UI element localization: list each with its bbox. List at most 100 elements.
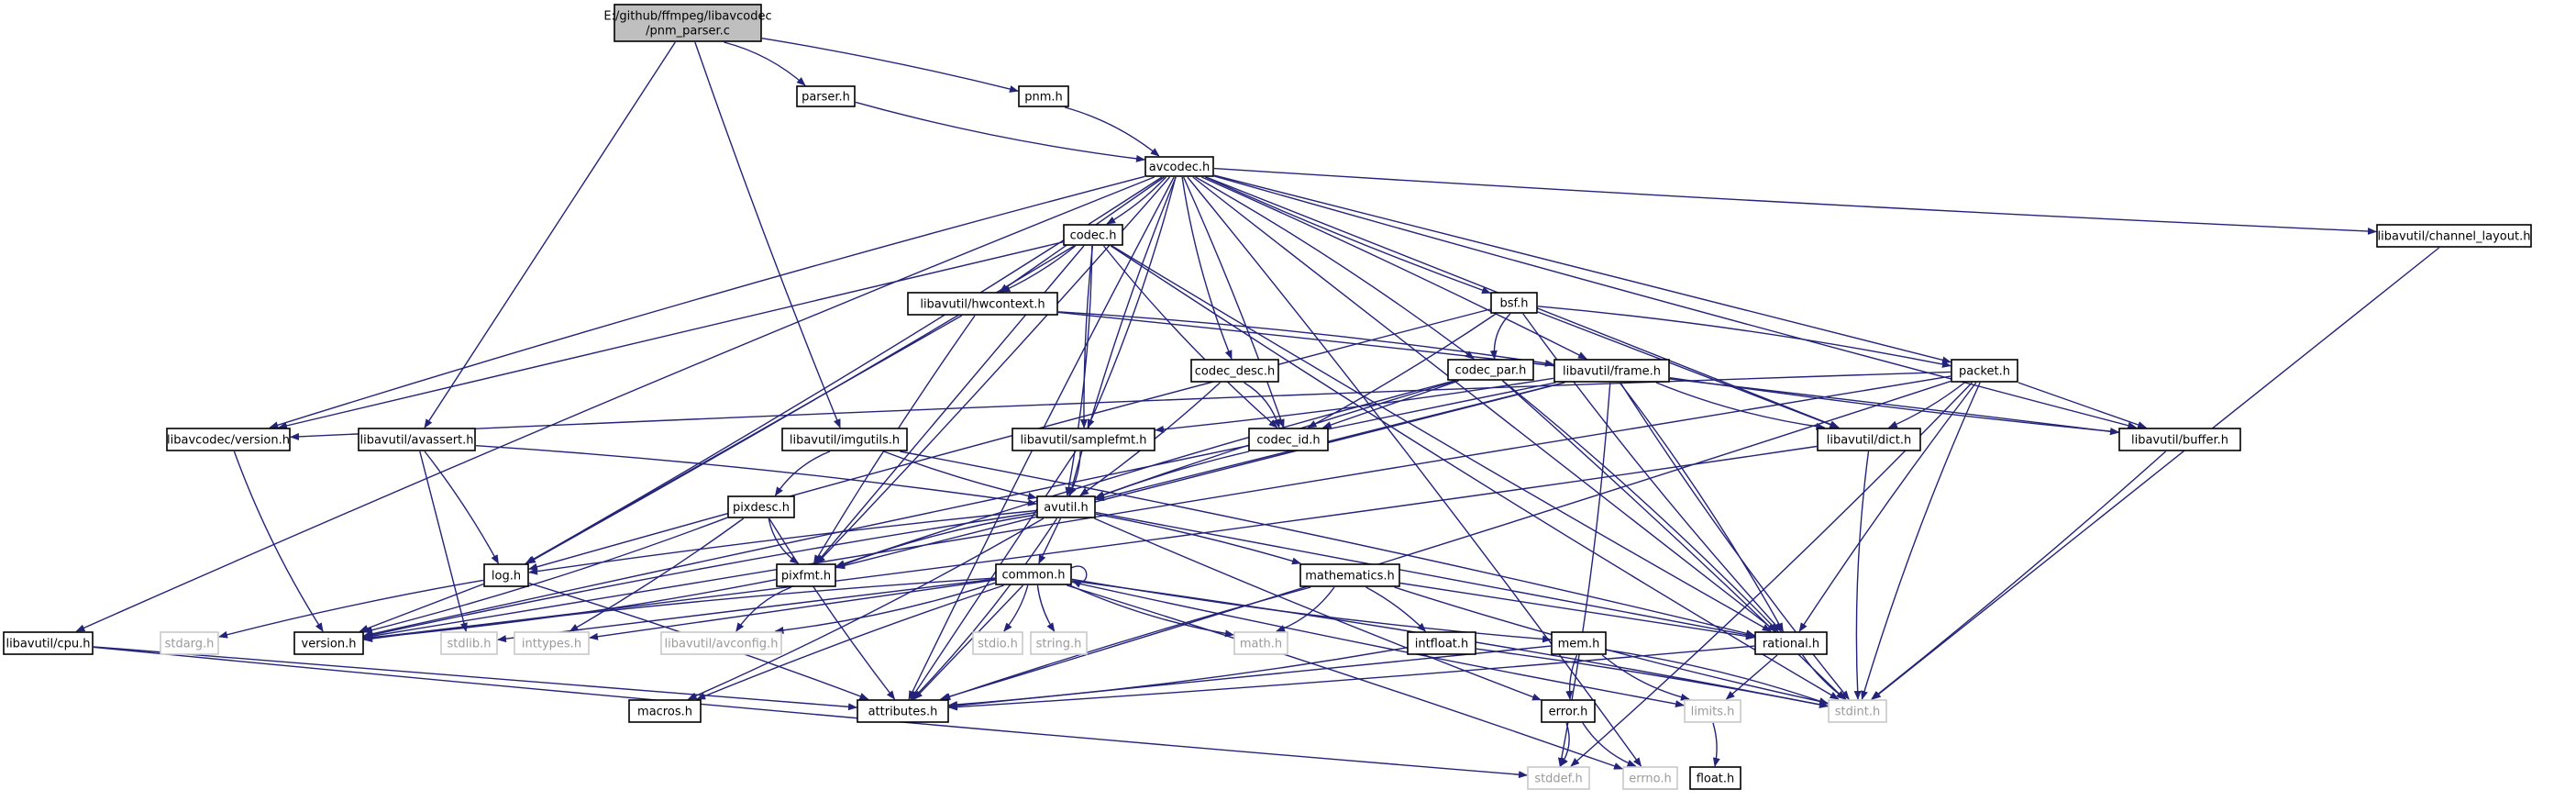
node-box-stddef [1527,766,1590,790]
edge-root-to-pnm [761,38,1019,93]
node-pnm[interactable]: pnm.h [1018,85,1069,107]
edge-bsf-to-codecpar [1489,313,1511,360]
node-hwcontext[interactable]: libavutil/hwcontext.h [907,292,1058,316]
node-rational[interactable]: rational.h [1754,631,1828,655]
node-label-parser: parser.h [802,91,850,105]
node-version[interactable]: version.h [293,631,364,655]
node-avconfig: libavutil/avconfig.h [660,631,782,655]
node-label-avutil: avutil.h [1044,501,1089,515]
node-label-version: version.h [302,638,357,651]
node-mathematics[interactable]: mathematics.h [1299,563,1400,587]
node-bsf[interactable]: bsf.h [1490,292,1538,314]
node-label-stdio: stdio.h [978,638,1018,651]
edge-mathematics-to-math [1276,586,1335,632]
node-box-codecid [1248,428,1329,451]
node-codecid[interactable]: codec_id.h [1248,428,1329,451]
node-avassert[interactable]: libavutil/avassert.h [358,428,476,451]
node-mem[interactable]: mem.h [1551,631,1607,655]
edge-codecid-to-avutil [1095,451,1250,499]
edge-codec-to-hwcontext [1001,245,1077,293]
node-pixdesc[interactable]: pixdesc.h [727,495,795,518]
node-lavcversion[interactable]: libavcodec/version.h [166,428,291,451]
node-error[interactable]: error.h [1541,699,1596,723]
node-label-macros: macros.h [637,706,692,719]
node-common[interactable]: common.h [995,563,1072,585]
node-cpu[interactable]: libavutil/cpu.h [3,631,94,655]
node-intfloat[interactable]: intfloat.h [1407,631,1476,655]
node-chlayout[interactable]: libavutil/channel_layout.h [2376,224,2532,248]
node-box-intfloat [1407,631,1476,655]
node-avcodec[interactable]: avcodec.h [1144,156,1214,177]
node-label-limits: limits.h [1691,706,1735,719]
node-box-inttypes [514,631,590,655]
node-label-root: E:/github/ffmpeg/libavcodec [603,10,771,24]
node-box-string [1030,631,1088,655]
edge-imgutils-to-avutil [883,451,1037,500]
edge-avcodec-to-codecid [1182,176,1285,428]
node-box-buffer [2118,428,2241,451]
edge-samplefmt-to-avutil [1068,451,1081,496]
node-parser[interactable]: parser.h [796,85,856,107]
edge-intfloat-to-attributes [948,647,1408,708]
node-label-math: math.h [1240,638,1282,651]
node-macros[interactable]: macros.h [628,699,702,723]
node-label-mem: mem.h [1558,638,1600,651]
node-avutil[interactable]: avutil.h [1036,495,1096,518]
node-box-packet [1951,359,2018,383]
node-frame[interactable]: libavutil/frame.h [1553,359,1670,383]
node-stdlib: stdlib.h [440,631,498,655]
node-label-avconfig: libavutil/avconfig.h [665,638,779,651]
node-box-version [293,631,364,655]
node-pixfmt[interactable]: pixfmt.h [776,563,836,587]
node-imgutils[interactable]: libavutil/imgutils.h [781,428,908,451]
node-codecpar[interactable]: codec_par.h [1447,359,1534,381]
node-label-codecid: codec_id.h [1256,434,1320,448]
edge-common-to-string [1036,584,1056,632]
edge-avcodec-to-errno [1187,176,1642,767]
edge-dict-to-stdint [1853,451,1870,700]
node-label-buffer: libavutil/buffer.h [2131,434,2228,448]
node-float[interactable]: float.h [1689,766,1741,790]
node-label-codec: codec.h [1070,229,1117,243]
node-packet[interactable]: packet.h [1951,359,2018,383]
edge-codec-to-samplefmt [1079,245,1094,428]
edge-pixdesc-to-attributes [768,517,896,700]
edge-common-to-mem [1071,578,1552,643]
node-log[interactable]: log.h [483,563,529,587]
edge-rational-to-limits [1725,654,1778,700]
node-math: math.h [1233,631,1288,655]
node-codecdesc[interactable]: codec_desc.h [1190,359,1279,383]
node-box-pnm [1018,85,1069,107]
edge-intfloat-to-stdint [1476,648,1829,708]
node-buffer[interactable]: libavutil/buffer.h [2118,428,2241,451]
node-box-stdint [1828,699,1887,723]
edge-avcodec-to-avutil [1068,176,1177,496]
edge-dict-to-version [363,445,1818,641]
node-box-rational [1754,631,1828,655]
node-box-stdarg [160,631,219,655]
node-label-lavcversion: libavcodec/version.h [167,434,290,448]
edge-codec-to-stdint [1110,245,1840,700]
node-attributes[interactable]: attributes.h [857,699,949,723]
node-label-rational: rational.h [1763,638,1819,651]
node-samplefmt[interactable]: libavutil/samplefmt.h [1012,428,1155,451]
edge-packet-to-stdint [1861,382,1981,700]
node-root[interactable]: E:/github/ffmpeg/libavcodec/pnm_parser.c [603,4,772,42]
edge-common-to-limits [1071,581,1685,708]
edge-packet-to-rational [1798,382,1977,632]
node-box-error [1541,699,1596,723]
node-dict[interactable]: libavutil/dict.h [1817,428,1921,451]
edge-avcodec-to-codecpar [1195,176,1475,360]
node-box-samplefmt [1012,428,1155,451]
edge-pixdesc-to-inttypes [569,517,745,632]
edge-mem-to-attributes [948,645,1552,709]
node-codec[interactable]: codec.h [1063,224,1123,246]
edge-avcodec-to-packet [1213,174,1951,364]
edge-frame-to-version [363,382,1556,638]
edge-avassert-to-stdlib [419,451,468,632]
edge-avutil-to-version [363,511,1037,639]
node-box-float [1689,766,1741,790]
node-stdint: stdint.h [1828,699,1887,723]
edge-avcodec-to-bsf [1205,176,1491,295]
